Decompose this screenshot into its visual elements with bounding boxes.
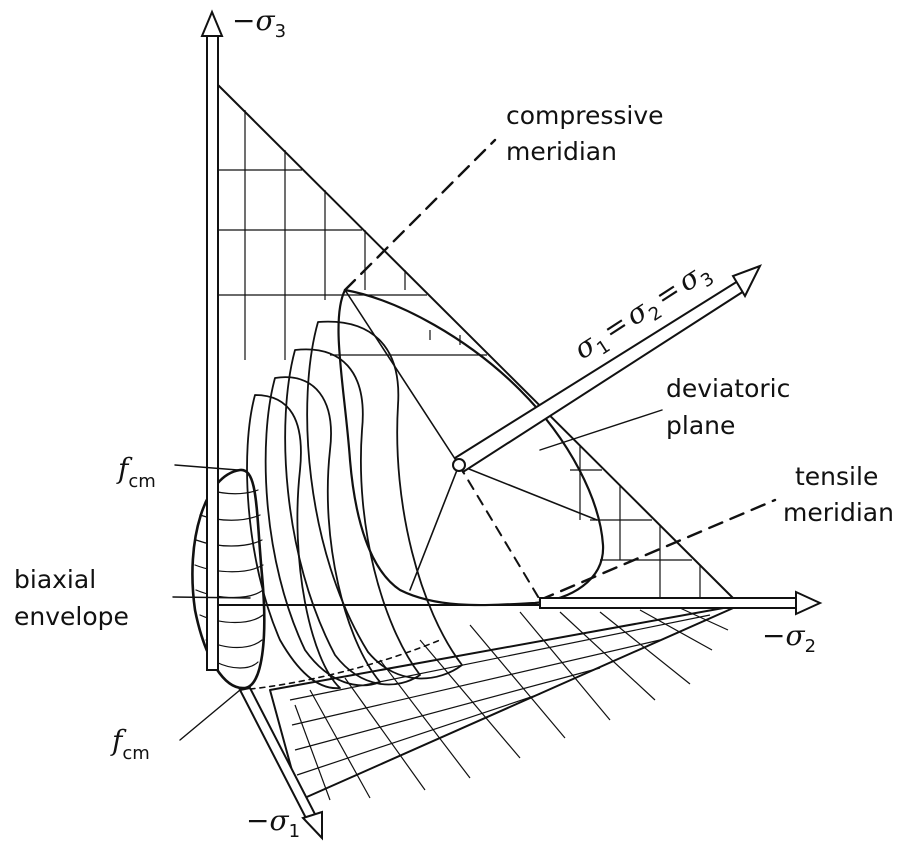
tensile-meridian-label-line2: meridian — [783, 498, 894, 527]
sigma3-axis — [200, 9, 224, 671]
compressive-meridian-label-line1: compressive — [506, 101, 664, 130]
upper-plane-grid — [218, 110, 701, 600]
tensile-meridian-label-line1: tensile — [795, 462, 878, 491]
failure-surface — [246, 288, 605, 689]
tensile-meridian-line — [538, 498, 777, 602]
meridian-lines — [239, 138, 777, 691]
hidden-meridian-line — [458, 464, 541, 601]
fcm-lower-label: fcm — [110, 724, 150, 764]
biaxial-envelope-label-line2: envelope — [14, 602, 129, 631]
lower-reference-plane — [269, 604, 741, 801]
lower-plane-grid — [289, 607, 729, 801]
hydrostatic-axis — [452, 264, 763, 474]
fcm-upper-label: fcm — [116, 452, 156, 492]
sigma2-axis-label: −σ2 — [762, 619, 816, 657]
biaxial-envelope-shape — [191, 468, 266, 690]
deviatoric-plane-label-line2: plane — [666, 411, 735, 440]
deviatoric-spokes — [344, 289, 598, 591]
compressive-meridian-line — [343, 138, 497, 292]
sigma1-axis — [238, 686, 323, 841]
sigma1-axis-label: −σ1 — [246, 804, 300, 842]
base-dotted-curve — [239, 639, 441, 691]
deviatoric-plane-cap — [337, 288, 605, 607]
compressive-meridian-label-line2: meridian — [506, 137, 617, 166]
leader-lines — [172, 409, 663, 741]
sigma2-axis — [539, 590, 823, 616]
sigma3-axis-label: −σ3 — [232, 4, 286, 42]
surface-lobes — [246, 320, 463, 689]
biaxial-envelope-hatching — [194, 489, 264, 669]
biaxial-envelope-label-line1: biaxial — [14, 565, 96, 594]
deviatoric-plane-label-line1: deviatoric — [666, 374, 790, 403]
